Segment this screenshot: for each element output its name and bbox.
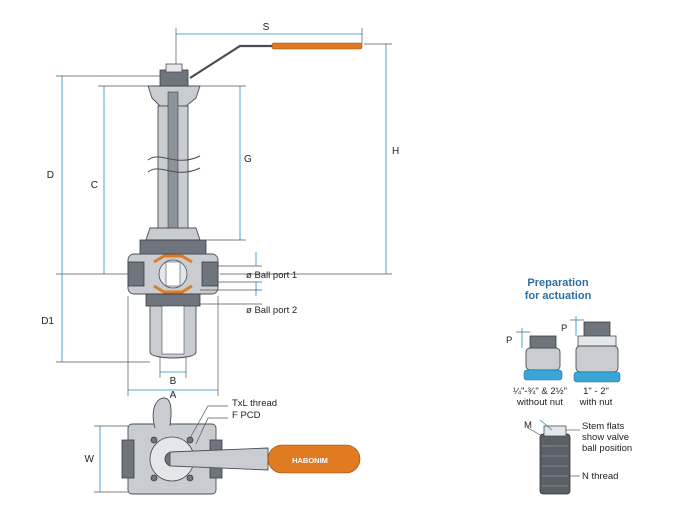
plan-handle-arm (169, 447, 269, 471)
plan-handle-grip (267, 444, 361, 474)
actuation-title-line1: Preparation (527, 277, 588, 289)
stem-without-nut: P (506, 328, 563, 381)
stem-with-nut: P (561, 316, 621, 383)
break-line-top (147, 155, 201, 161)
dim-h: H (392, 146, 399, 157)
end-connection-left (127, 261, 145, 287)
actuation-title-line2: for actuation (525, 290, 592, 302)
bottom-bore (161, 305, 185, 355)
txl-thread-label: TxL thread (232, 398, 277, 409)
front-view (127, 42, 363, 359)
seat-orange-top (153, 254, 193, 264)
n-thread-label: N thread (582, 471, 618, 482)
plan-end-left (121, 439, 135, 479)
large-caption-1: 1" - 2" (583, 386, 609, 397)
actuation-section: Preparation for actuation P ¼"-¾" & 2½" … (506, 277, 632, 495)
stem-top (165, 63, 183, 73)
p-label-large: P (561, 323, 567, 334)
dim-w: W (85, 454, 95, 465)
plan-view: HABONIM W TxL thread F PCD (85, 397, 361, 495)
lower-bonnet (145, 227, 201, 241)
ball-port-2-label: ø Ball port 2 (246, 305, 297, 316)
dim-d: D (47, 170, 54, 181)
stem-flats-2: show valve (582, 432, 629, 443)
dim-b: B (170, 376, 177, 387)
plan-stop (152, 397, 172, 429)
break-line-bottom (147, 167, 201, 173)
brand-logo: HABONIM (292, 456, 328, 465)
m-label: M (524, 420, 532, 431)
handle-lever (189, 44, 362, 79)
stem-flats-1: Stem flats (582, 421, 624, 432)
dim-c: C (91, 180, 98, 191)
dim-d1: D1 (41, 316, 54, 327)
stem-flats-3: ball position (582, 443, 632, 454)
bonnet-flange (139, 239, 207, 255)
handle-grip (271, 42, 363, 50)
small-caption-1: ¼"-¾" & 2½" (513, 386, 567, 397)
ball-port-1-label: ø Ball port 1 (246, 270, 297, 281)
large-caption-2: with nut (579, 397, 613, 408)
dim-a: A (170, 390, 177, 401)
p-label-small: P (506, 335, 512, 346)
stem-detail: M (524, 419, 580, 495)
end-connection-right (201, 261, 219, 287)
dimension-lines: S H D C G D1 B A (41, 22, 399, 401)
seat-orange (153, 284, 193, 294)
small-caption-2: without nut (516, 397, 563, 408)
dim-g: G (244, 154, 252, 165)
bottom-flange (145, 293, 201, 307)
ball-bore (165, 261, 181, 287)
f-pcd-label: F PCD (232, 410, 261, 421)
stem-nut (159, 69, 189, 87)
dim-s: S (263, 22, 270, 33)
